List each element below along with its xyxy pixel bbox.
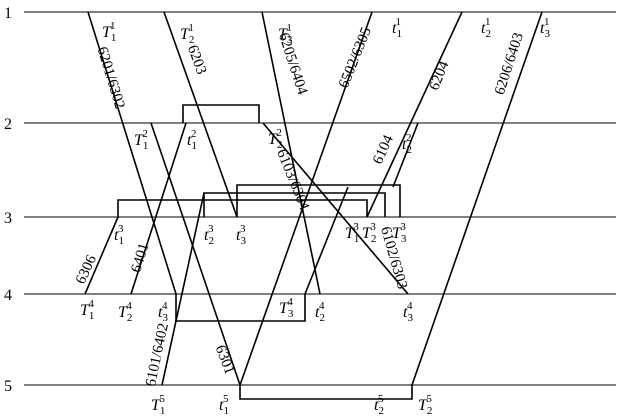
- train-line: [239, 11, 373, 386]
- train-line: [411, 11, 543, 386]
- train-line: [87, 11, 177, 295]
- station-number: 1: [4, 5, 12, 22]
- time-label: T34: [279, 296, 294, 320]
- time-label: t23: [204, 223, 214, 247]
- time-label: t33: [236, 223, 246, 247]
- train-line: [261, 11, 321, 295]
- train-number: 6203: [184, 43, 209, 77]
- time-label: t31: [540, 16, 550, 40]
- train-number: 6101/6402: [143, 322, 172, 388]
- station-number: 4: [4, 287, 12, 304]
- turnaround-link: [236, 184, 401, 217]
- train-line: [366, 11, 463, 218]
- time-label: t22: [402, 132, 412, 156]
- time-label: T33: [392, 221, 407, 245]
- station-number: 5: [4, 378, 12, 395]
- time-label: T22: [268, 127, 282, 151]
- time-label: T25: [418, 393, 432, 416]
- station-numbers: 1 2 3 4 5: [4, 5, 12, 395]
- train-number: 6206/6403: [492, 31, 527, 97]
- train-line: [392, 122, 419, 188]
- train-number: 6401: [128, 241, 152, 274]
- train-line: [304, 186, 349, 295]
- train-line: [150, 122, 241, 386]
- train-line: [130, 122, 187, 295]
- train-line: [84, 216, 119, 295]
- station-number: 3: [4, 210, 12, 227]
- time-label: t13: [114, 223, 124, 247]
- train-number: 6204: [426, 58, 452, 92]
- train-number: 6502/6305: [336, 25, 375, 90]
- time-label: T13: [345, 221, 359, 245]
- time-label: T14: [80, 298, 94, 322]
- turnaround-link: [203, 192, 386, 217]
- time-label: T23: [362, 221, 376, 245]
- time-label: t12: [187, 128, 197, 152]
- time-label: T21: [180, 22, 194, 46]
- station-number: 2: [4, 116, 12, 133]
- train-number: 6201/6302: [94, 45, 128, 111]
- train-number: 6103/6304: [273, 147, 312, 213]
- time-label: t34: [158, 300, 168, 324]
- time-label: T12: [134, 128, 148, 152]
- time-label: t15: [219, 393, 229, 416]
- time-label: t25: [374, 393, 384, 416]
- time-label: T24: [118, 300, 132, 324]
- turnaround-link: [239, 385, 413, 400]
- train-lines: [84, 11, 543, 386]
- time-label: T31: [278, 22, 293, 46]
- turnaround-link: [182, 104, 260, 123]
- turnaround-link: [117, 199, 368, 217]
- train-number: 6301: [212, 343, 238, 377]
- time-label: t24: [315, 300, 325, 324]
- train-line: [163, 11, 238, 218]
- turnaround-links: [117, 104, 413, 400]
- time-label: t11: [392, 16, 402, 40]
- train-line: [262, 122, 409, 295]
- time-label: T11: [102, 20, 116, 44]
- time-label: t34: [403, 300, 413, 324]
- time-label: t21: [481, 16, 491, 40]
- train-line: [161, 192, 205, 386]
- time-label: T15: [151, 393, 165, 416]
- turnaround-link: [175, 294, 306, 322]
